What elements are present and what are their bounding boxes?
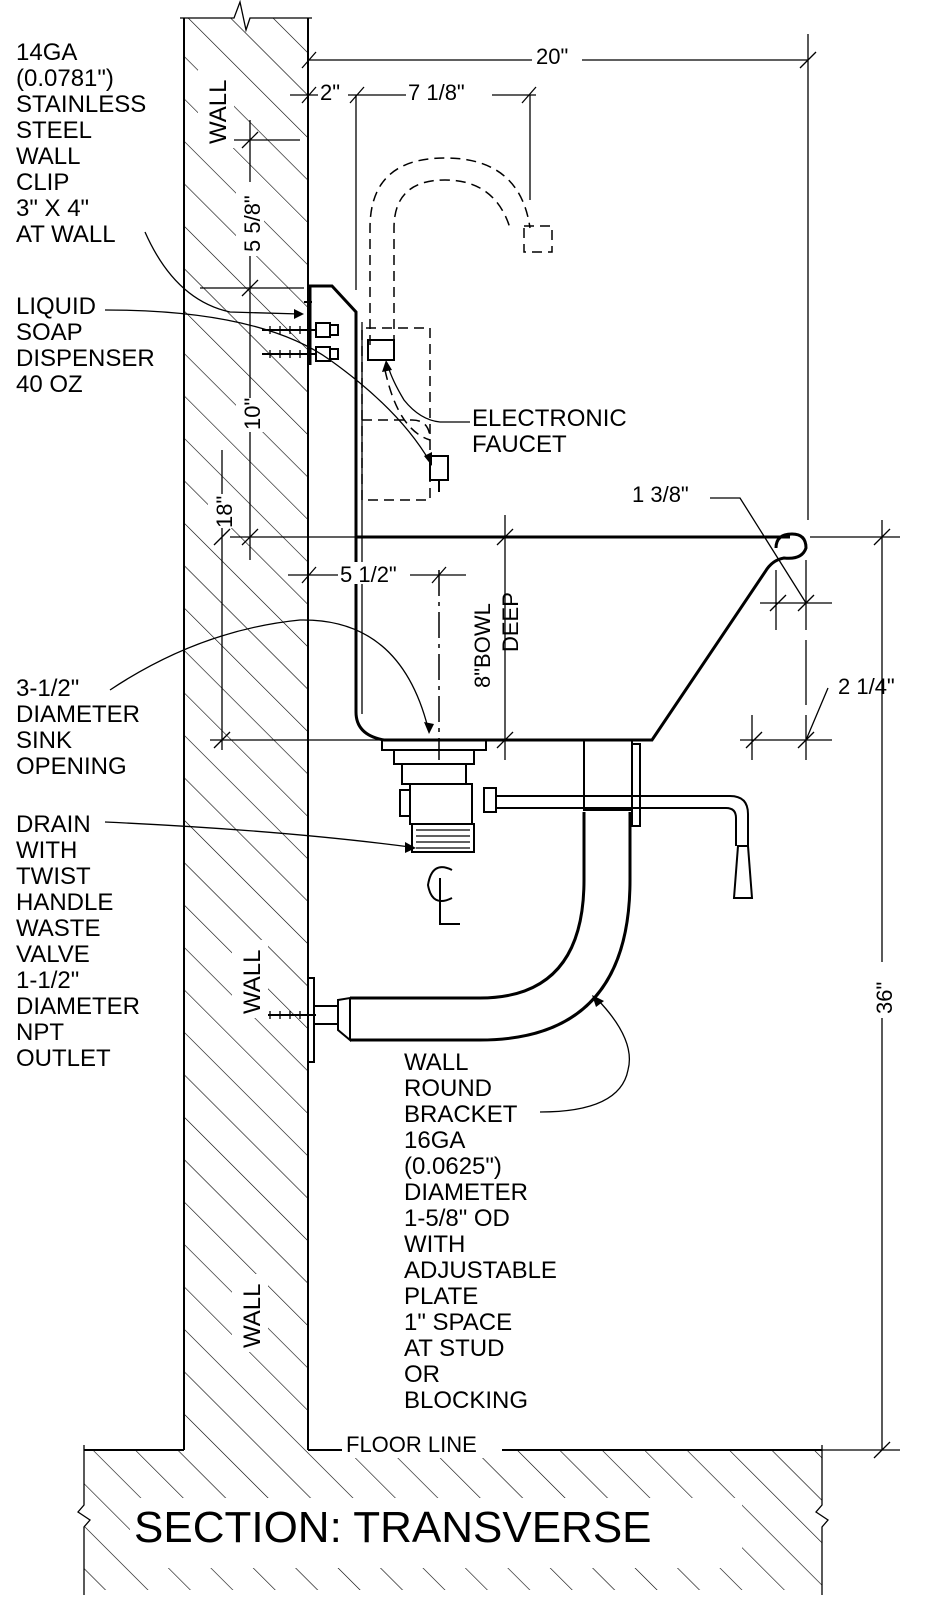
wall: [180, 0, 312, 1450]
drawing-title: SECTION: TRANSVERSE: [134, 1503, 652, 1552]
wall-clip-line: (0.0781"): [16, 65, 114, 92]
soap-line: 40 OZ: [16, 371, 83, 398]
twist-handle: [496, 795, 754, 899]
callout-wall-clip: 14GA (0.0781") STAINLESS STEEL WALL CLIP…: [16, 39, 146, 248]
floor-slab: [77, 1445, 829, 1595]
faucet-line: ELECTRONIC: [472, 405, 627, 432]
wall-label-middle: WALL: [239, 950, 266, 1014]
sink-bowl: [354, 312, 808, 742]
bracket-line: DIAMETER: [404, 1179, 528, 1206]
dimension-labels: 20" 2" 7 1/8" 5 5/8" 10" 18" 5 1/2" 8"BO…: [208, 42, 897, 1018]
bracket-line: OR: [404, 1361, 440, 1388]
dim-clip-offset: 2": [320, 80, 340, 105]
dim-bowl-depth-1: 8"BOWL: [470, 603, 495, 688]
bracket-line: PLATE: [404, 1283, 478, 1310]
callout-sink-opening: 3-1/2" DIAMETER SINK OPENING: [16, 675, 140, 780]
callout-soap-dispenser: LIQUID SOAP DISPENSER 40 OZ: [16, 293, 155, 398]
drain-line: DIAMETER: [16, 993, 140, 1020]
wall-clip-line: STAINLESS: [16, 91, 146, 118]
dim-drain-offset: 5 1/2": [340, 562, 397, 587]
dim-clip-height: 5 5/8": [240, 195, 265, 252]
wall-clip-line: 3" X 4": [16, 195, 89, 222]
dim-rim-lip: 1 3/8": [632, 482, 689, 507]
bracket-line: AT STUD: [404, 1335, 504, 1362]
callout-drain: DRAIN WITH TWIST HANDLE WASTE VALVE 1-1/…: [16, 811, 140, 1072]
soap-line: LIQUID: [16, 293, 96, 320]
wall-labels: WALL WALL WALL: [198, 70, 268, 1352]
dim-rim-to-bottom: 18": [212, 496, 237, 528]
dim-rim-height: 36": [872, 982, 897, 1014]
drain-line: TWIST: [16, 863, 91, 890]
dim-faucet-reach: 7 1/8": [408, 80, 465, 105]
soap-line: SOAP: [16, 319, 83, 346]
bracket-line: 16GA: [404, 1127, 465, 1154]
bracket-line: WALL: [404, 1049, 468, 1076]
drain-centerline: [426, 570, 460, 925]
drain-line: HANDLE: [16, 889, 113, 916]
bracket-line: BRACKET: [404, 1101, 518, 1128]
drain-line: WASTE: [16, 915, 100, 942]
faucet-line: FAUCET: [472, 431, 567, 458]
opening-line: SINK: [16, 727, 72, 754]
drain-line: DRAIN: [16, 811, 91, 838]
drain-line: WITH: [16, 837, 77, 864]
bracket-line: ROUND: [404, 1075, 492, 1102]
wall-clip-line: STEEL: [16, 117, 92, 144]
floor-line-text: FLOOR LINE: [346, 1432, 477, 1457]
dimension-lines: [200, 34, 900, 1459]
bracket-line: BLOCKING: [404, 1387, 528, 1414]
dim-bowl-depth-2: DEEP: [498, 592, 523, 652]
opening-line: 3-1/2": [16, 675, 79, 702]
wall-label-bottom: WALL: [239, 1284, 266, 1348]
wall-bracket: [260, 739, 641, 1063]
drain-line: NPT: [16, 1019, 64, 1046]
dim-overall-depth: 20": [536, 44, 568, 69]
callout-wall-bracket: WALL ROUND BRACKET 16GA (0.0625") DIAMET…: [404, 1049, 557, 1414]
bracket-line: WITH: [404, 1231, 465, 1258]
wall-label-top: WALL: [205, 80, 232, 144]
floor-line-label: FLOOR LINE: [342, 1428, 502, 1458]
drain-line: OUTLET: [16, 1045, 111, 1072]
wall-clip-line: AT WALL: [16, 221, 116, 248]
bracket-line: 1" SPACE: [404, 1309, 512, 1336]
drain-line: VALVE: [16, 941, 90, 968]
dim-front-slope: 2 1/4": [838, 674, 895, 699]
leader-lines: [104, 231, 631, 1113]
drain-line: 1-1/2": [16, 967, 79, 994]
bracket-line: 1-5/8" OD: [404, 1205, 510, 1232]
bracket-line: (0.0625"): [404, 1153, 502, 1180]
wall-clip-line: WALL: [16, 143, 80, 170]
opening-line: DIAMETER: [16, 701, 140, 728]
clip-screw-lower: [262, 346, 339, 362]
opening-line: OPENING: [16, 753, 127, 780]
wall-clip-line: 14GA: [16, 39, 77, 66]
soap-dispenser: [384, 369, 449, 492]
drain-assembly: [381, 739, 497, 853]
dim-clip-to-rim: 10": [240, 398, 265, 430]
clip-screw-upper: [262, 322, 339, 338]
bracket-line: ADJUSTABLE: [404, 1257, 557, 1284]
callout-electronic-faucet: ELECTRONIC FAUCET: [472, 405, 627, 458]
wall-clip-line: CLIP: [16, 169, 69, 196]
soap-line: DISPENSER: [16, 345, 155, 372]
